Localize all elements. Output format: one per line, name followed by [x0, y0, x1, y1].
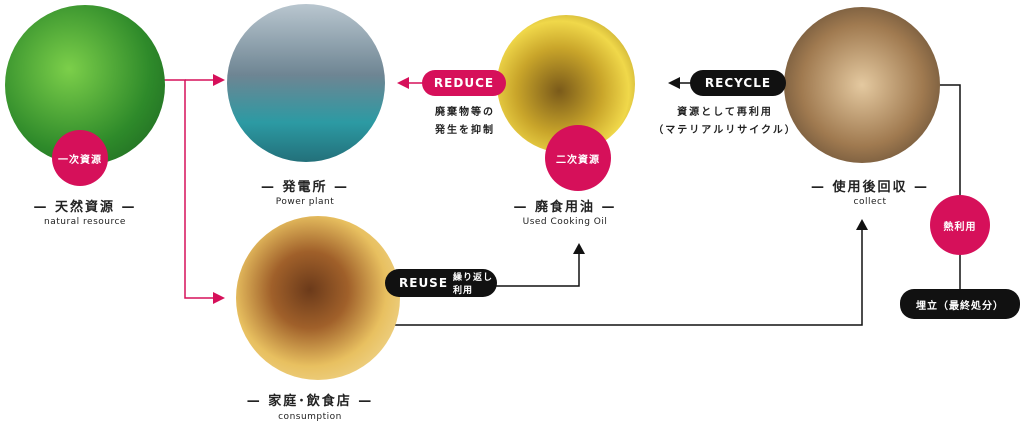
- reduce-note: 廃棄物等の 発生を抑制: [420, 104, 510, 140]
- oil-subtitle: Used Cooking Oil: [522, 217, 608, 227]
- reuse-pill: REUSE 繰り返し利用: [385, 269, 497, 297]
- reduce-note-line1: 廃棄物等の: [435, 107, 495, 118]
- arrow-to-power-icon: [213, 74, 225, 86]
- collect-subtitle: collect: [853, 197, 887, 207]
- reuse-arrow-icon: [573, 243, 585, 254]
- reuse-note: 繰り返し利用: [453, 273, 494, 296]
- reduce-note-line2: 発生を抑制: [435, 125, 495, 136]
- landfill-pill: 埋立（最終処分）: [900, 289, 1020, 319]
- consumption-subtitle: consumption: [278, 412, 342, 422]
- recycle-note-line2: （マテリアルリサイクル）: [653, 125, 797, 136]
- recycle-note-line1: 資源として再利用: [677, 107, 773, 118]
- collect-image: [784, 7, 940, 163]
- recycle-arrow-icon: [668, 77, 680, 89]
- reduce-pill: REDUCE: [422, 70, 506, 96]
- power-subtitle: Power plant: [275, 197, 335, 207]
- reduce-arrow-icon: [397, 77, 409, 89]
- natural-to-consumption-line: [160, 79, 215, 299]
- consumption-title: — 家庭･飲食店 —: [246, 394, 374, 409]
- consumption-to-collect-line: [395, 228, 863, 326]
- heat-use-badge: 熱利用: [930, 195, 990, 255]
- oil-title: — 廃食用油 —: [513, 200, 617, 215]
- secondary-resource-badge: 二次資源: [545, 125, 611, 191]
- consumption-image: [236, 216, 400, 380]
- power-plant-image: [227, 4, 385, 162]
- natural-title: — 天然資源 —: [33, 200, 137, 215]
- recycle-note: 資源として再利用 （マテリアルリサイクル）: [650, 104, 800, 140]
- arrow-to-consumption-icon: [213, 292, 225, 304]
- power-title: — 発電所 —: [260, 180, 350, 195]
- collect-title: — 使用後回収 —: [810, 180, 930, 195]
- reuse-line: [495, 252, 580, 287]
- primary-resource-badge: 一次資源: [52, 130, 108, 186]
- reuse-label: REUSE: [399, 276, 449, 290]
- collect-arrow-icon: [856, 219, 868, 230]
- recycle-pill: RECYCLE: [690, 70, 786, 96]
- natural-subtitle: natural resource: [44, 217, 126, 227]
